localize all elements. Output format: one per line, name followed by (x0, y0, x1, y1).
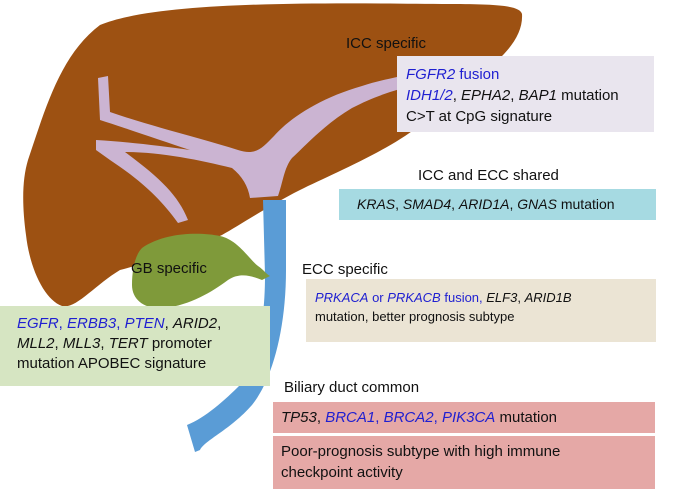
gene-gnas: GNAS (517, 196, 557, 212)
gallbladder-shape (132, 233, 270, 309)
or-text: or (368, 290, 388, 305)
gb-line-3: mutation APOBEC signature (17, 355, 207, 372)
separator: , (451, 196, 459, 212)
icc-line-1: FGFR2 fusion (406, 64, 654, 85)
gene-prkaca: PRKACA (315, 290, 369, 305)
separator: , (116, 315, 125, 332)
icc-line-2: IDH1/2, EPHA2, BAP1 mutation (406, 85, 654, 106)
gene-bap1: BAP1 (518, 87, 557, 104)
gene-smad4: SMAD4 (402, 196, 452, 212)
gb-line-1: EGFR, ERBB3, PTEN, ARID2, (17, 314, 270, 334)
separator: , (509, 196, 518, 212)
separator: , (164, 315, 173, 332)
gene-brca2: BRCA2 (383, 409, 434, 426)
gene-brca1: BRCA1 (325, 409, 376, 426)
separator: , (100, 335, 109, 352)
extrahepatic-bile-duct (187, 200, 286, 452)
biliary-common-mutation-box: TP53, BRCA1, BRCA2, PIK3CA mutation (273, 402, 655, 433)
gene-fgfr2: FGFR2 (406, 66, 456, 83)
separator: , (510, 87, 519, 104)
fusion-text: fusion, (440, 290, 487, 305)
separator: , (433, 409, 442, 426)
gene-egfr: EGFR (17, 315, 59, 332)
biliary-common-label: Biliary duct common (284, 379, 420, 396)
ecc-specific-label: ECC specific (302, 261, 388, 278)
gene-kras: KRAS (357, 196, 396, 212)
gene-mll3: MLL3 (62, 335, 101, 352)
gene-pik3ca: PIK3CA (441, 409, 496, 426)
separator: , (217, 315, 222, 332)
gene-arid1a: ARID1A (458, 196, 510, 212)
common-subtype-line-2: checkpoint activity (281, 464, 403, 481)
separator: , (54, 335, 63, 352)
separator: , (517, 290, 525, 305)
gene-idh: IDH1/2 (406, 87, 453, 104)
mutation-text: mutation (556, 196, 615, 212)
ecc-line-2: mutation, better prognosis subtype (315, 309, 515, 324)
icc-line-3: C>T at CpG signature (406, 108, 553, 125)
gene-pten: PTEN (124, 315, 165, 332)
gene-epha2: EPHA2 (461, 87, 511, 104)
ecc-specific-box: PRKACA or PRKACB fusion, ELF3, ARID1B mu… (306, 279, 656, 342)
intrahepatic-bile-duct (96, 72, 418, 223)
icc-ecc-shared-label: ICC and ECC shared (418, 167, 559, 184)
gene-elf3: ELF3 (486, 290, 518, 305)
gb-specific-box: EGFR, ERBB3, PTEN, ARID2, MLL2, MLL3, TE… (0, 306, 270, 386)
gene-tp53: TP53 (281, 409, 317, 426)
icc-ecc-shared-box: KRAS, SMAD4, ARID1A, GNAS mutation (339, 189, 656, 220)
ecc-line-1: PRKACA or PRKACB fusion, ELF3, ARID1B (315, 288, 656, 307)
icc-specific-label: ICC specific (346, 35, 427, 52)
gene-mll2: MLL2 (17, 335, 55, 352)
separator: , (375, 409, 384, 426)
separator: , (395, 196, 403, 212)
gb-specific-label: GB specific (131, 260, 207, 277)
icc-specific-box: FGFR2 fusion IDH1/2, EPHA2, BAP1 mutatio… (397, 56, 654, 132)
gene-arid1b: ARID1B (524, 290, 572, 305)
gene-arid2: ARID2 (172, 315, 218, 332)
gene-erbb3: ERBB3 (67, 315, 117, 332)
separator: , (316, 409, 326, 426)
separator: , (452, 87, 462, 104)
mutation-text: mutation (495, 409, 558, 426)
separator: , (58, 315, 68, 332)
gb-line-2: MLL2, MLL3, TERT promoter (17, 334, 270, 354)
gene-prkacb: PRKACB (387, 290, 441, 305)
promoter-text: promoter (147, 335, 212, 352)
common-subtype-line-1: Poor-prognosis subtype with high immune (281, 443, 561, 460)
fusion-text: fusion (455, 66, 500, 83)
gene-tert: TERT (108, 335, 148, 352)
biliary-common-subtype-box: Poor-prognosis subtype with high immune … (273, 436, 655, 489)
mutation-text: mutation (556, 87, 619, 104)
